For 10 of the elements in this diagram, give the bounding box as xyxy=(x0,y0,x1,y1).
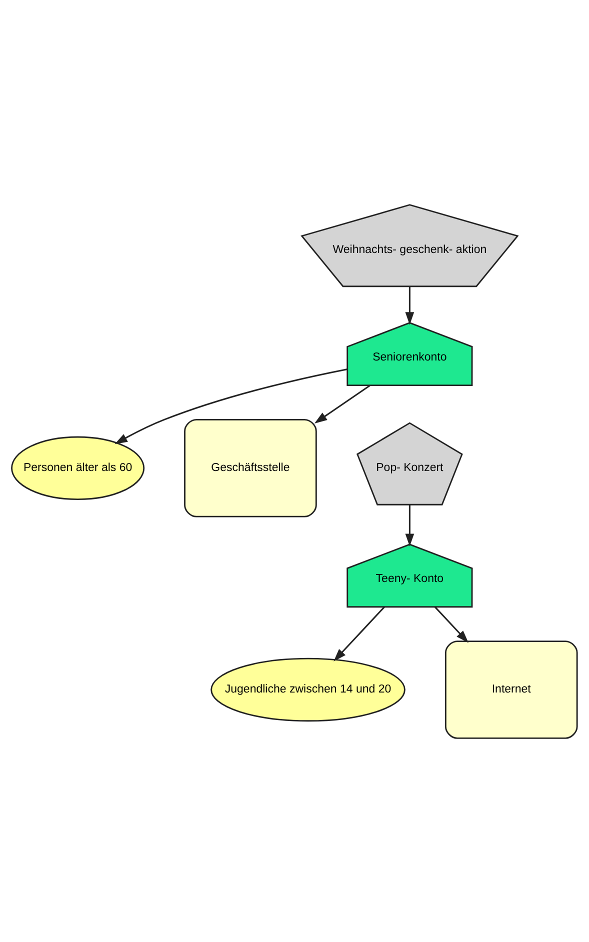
arrow xyxy=(334,606,385,661)
node-ellipse: Jugendliche zwischen 14 und 20 xyxy=(210,657,406,722)
node-box: Internet xyxy=(444,640,578,738)
arrow xyxy=(434,606,469,642)
arrow xyxy=(314,384,370,423)
node-box: Geschäftsstelle xyxy=(184,418,317,517)
arrow xyxy=(405,504,414,546)
arrow xyxy=(405,286,414,324)
node-ellipse: Personen älter als 60 xyxy=(11,436,145,500)
arrow xyxy=(114,368,348,444)
